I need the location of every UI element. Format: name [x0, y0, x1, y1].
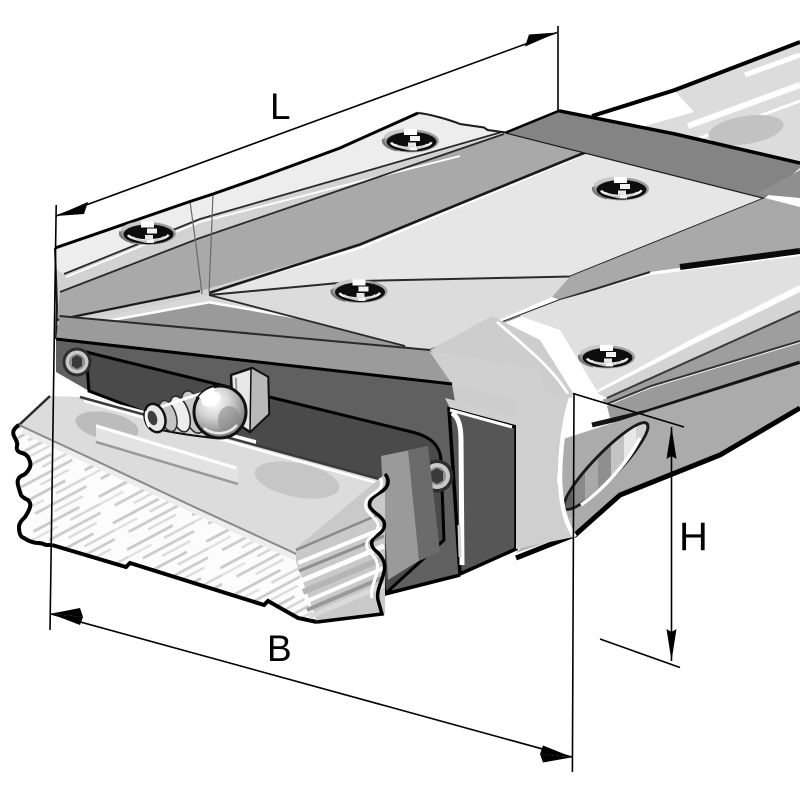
- svg-text:L: L: [270, 86, 291, 127]
- svg-text:H: H: [679, 515, 708, 559]
- svg-text:B: B: [267, 628, 292, 669]
